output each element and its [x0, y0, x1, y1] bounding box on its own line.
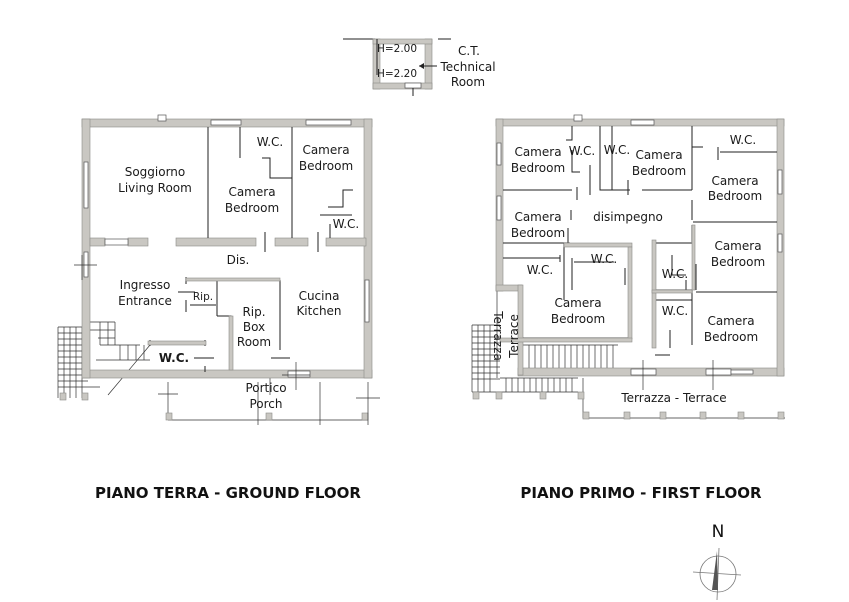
room-label-box-room: Room	[237, 335, 271, 349]
ground-floor-title: PIANO TERRA - GROUND FLOOR	[95, 484, 361, 502]
ground-floor-plan: W.C. Camera Bedroom Soggiorno Living Roo…	[57, 114, 380, 425]
room-label-bedroom: Bedroom	[225, 201, 279, 215]
first-floor-plan: Camera Bedroom W.C. W.C. Camera Bedroom …	[471, 114, 785, 420]
room-label-dis: Dis.	[227, 253, 250, 267]
room-label-terrace: Terrazza	[491, 310, 505, 361]
first-floor-title: PIANO PRIMO - FIRST FLOOR	[520, 484, 762, 502]
room-label-bedroom: Camera	[228, 185, 275, 199]
room-label-porch: Porch	[249, 397, 282, 411]
room-label-living: Living Room	[118, 181, 192, 195]
room-label-kitchen: Cucina	[299, 289, 340, 303]
room-label: Room	[451, 75, 485, 89]
room-label-wc: W.C.	[604, 143, 631, 157]
room-label-wc: W.C.	[527, 263, 554, 277]
room-label-bedroom: Bedroom	[299, 159, 353, 173]
room-label-bedroom: Bedroom	[711, 255, 765, 269]
room-label-wc: W.C.	[662, 267, 689, 281]
room-label-living: Soggiorno	[125, 165, 186, 179]
room-label-hall: disimpegno	[593, 210, 663, 224]
room-label-bedroom: Camera	[514, 210, 561, 224]
room-label-entrance: Ingresso	[120, 278, 171, 292]
stairs	[57, 321, 151, 398]
room-label-kitchen: Kitchen	[296, 304, 341, 318]
height-label: H=2.20	[377, 68, 417, 80]
room-label-bedroom: Camera	[711, 174, 758, 188]
room-label-wc: W.C.	[662, 304, 689, 318]
room-label-bedroom: Camera	[635, 148, 682, 162]
room-label-bedroom: Camera	[302, 143, 349, 157]
height-label: H=2.00	[377, 43, 417, 55]
room-label-entrance: Entrance	[118, 294, 172, 308]
room-label-box-room: Rip.	[242, 305, 265, 319]
room-label-terrace: Terrazza - Terrace	[620, 391, 726, 405]
north-arrow-icon: N	[692, 522, 742, 601]
room-label-rip: Rip.	[193, 291, 213, 303]
room-label-terrace: Terrace	[507, 314, 521, 359]
north-label: N	[712, 522, 725, 542]
room-label-bedroom: Bedroom	[551, 312, 605, 326]
room-label-box-room: Box	[243, 320, 265, 334]
room-label-bedroom: Bedroom	[704, 330, 758, 344]
room-label-bedroom: Bedroom	[511, 161, 565, 175]
room-label-bedroom: Camera	[514, 145, 561, 159]
room-label-wc: W.C.	[257, 135, 284, 149]
room-label-wc: W.C.	[730, 133, 757, 147]
room-label-bedroom: Bedroom	[511, 226, 565, 240]
room-label-wc: W.C.	[591, 252, 618, 266]
technical-room: H=2.00 H=2.20 C.T. Technical Room	[343, 38, 496, 96]
room-label-wc: W.C.	[569, 144, 596, 158]
room-label: Technical	[439, 60, 495, 74]
room-label-porch: Portico	[245, 381, 286, 395]
room-label-bedroom: Bedroom	[632, 164, 686, 178]
room-label-bedroom: Camera	[554, 296, 601, 310]
room-label-bedroom: Camera	[714, 239, 761, 253]
room-label-wc: W.C.	[159, 351, 189, 365]
room-label-bedroom: Bedroom	[708, 189, 762, 203]
room-label-wc: W.C.	[333, 217, 360, 231]
room-label-bedroom: Camera	[707, 314, 754, 328]
porch	[59, 375, 380, 425]
room-label: C.T.	[458, 44, 480, 58]
